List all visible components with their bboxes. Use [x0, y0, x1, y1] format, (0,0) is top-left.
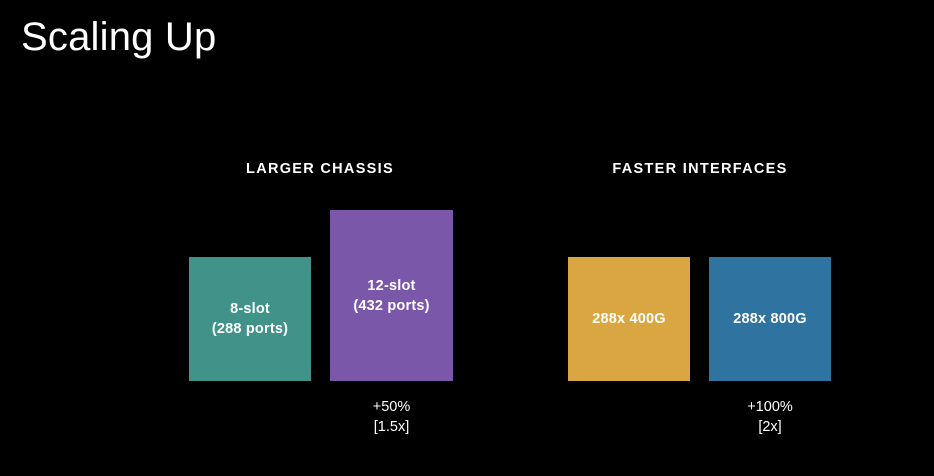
page-title: Scaling Up	[21, 15, 217, 59]
delta-percent-faster-interfaces: +100%	[747, 399, 793, 415]
delta-multiple-larger-chassis: [1.5x]	[373, 419, 410, 435]
bar-288x-400g[interactable]: 288x 400G	[568, 257, 690, 381]
group-larger-chassis: LARGER CHASSIS	[170, 160, 470, 178]
group-faster-interfaces: FASTER INTERFACES	[550, 160, 850, 178]
delta-percent-larger-chassis: +50%	[372, 399, 411, 415]
group-heading-faster-interfaces: FASTER INTERFACES	[612, 161, 788, 177]
bar-label-8-slot: 8-slot (288 ports)	[211, 301, 289, 337]
bar-8-slot[interactable]: 8-slot (288 ports)	[189, 257, 311, 381]
bar-fill-288x-400g: 288x 400G	[568, 257, 690, 381]
bar-fill-8-slot: 8-slot (288 ports)	[189, 257, 311, 381]
group-heading-larger-chassis: LARGER CHASSIS	[246, 161, 394, 177]
bar-fill-288x-800g: 288x 800G	[709, 257, 831, 381]
bar-fill-12-slot: 12-slot (432 ports)	[330, 210, 453, 381]
bar-label-12-slot: 12-slot (432 ports)	[353, 277, 430, 314]
bar-288x-800g[interactable]: 288x 800G	[709, 257, 831, 381]
delta-caption-faster-interfaces: +100% [2x]	[709, 397, 831, 437]
bar-12-slot[interactable]: 12-slot (432 ports)	[330, 210, 453, 381]
delta-caption-larger-chassis: +50% [1.5x]	[330, 397, 453, 437]
delta-multiple-faster-interfaces: [2x]	[758, 419, 782, 435]
bar-label-288x-400g: 288x 400G	[592, 311, 666, 327]
bar-label-288x-800g: 288x 800G	[733, 311, 807, 327]
